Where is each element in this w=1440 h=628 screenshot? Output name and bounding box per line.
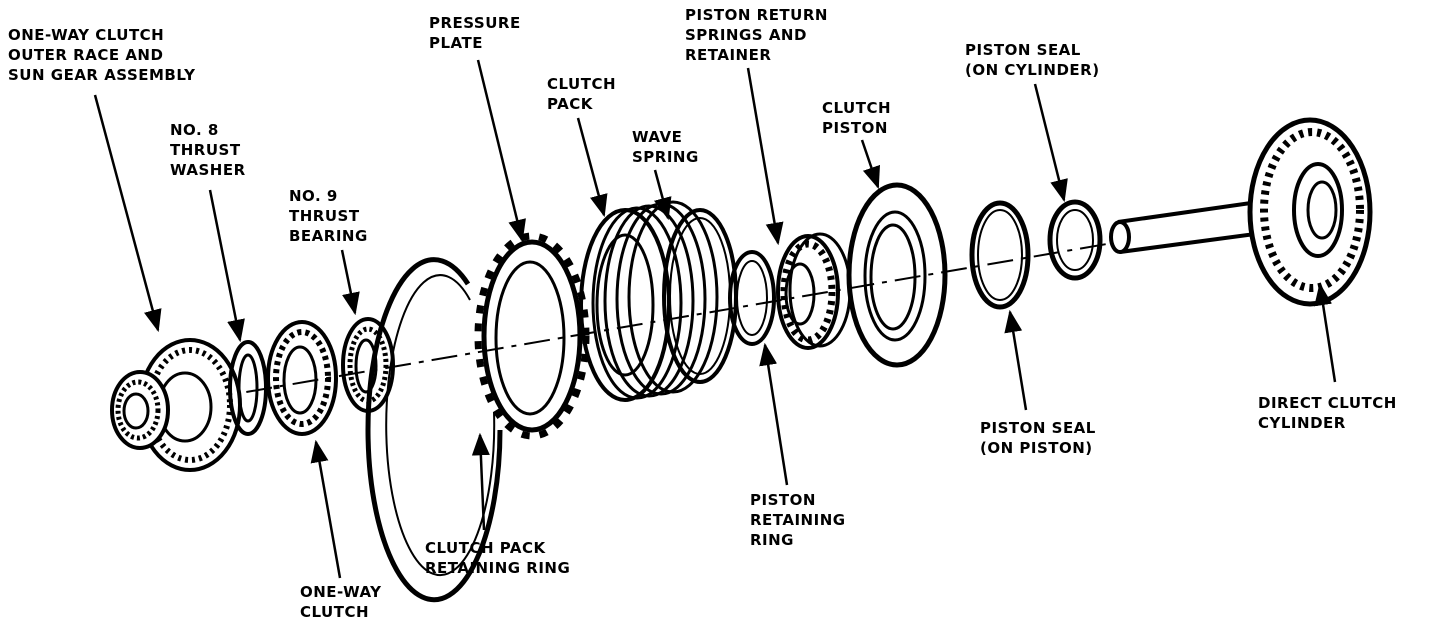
arrow-clutch-pack (576, 117, 608, 218)
one-way-clutch-part (266, 320, 338, 436)
thrust-washer-part (228, 340, 268, 436)
wave-spring-part (662, 208, 738, 384)
return-springs-retainer-part (776, 232, 852, 350)
label-piston-seal-piston: PISTON SEAL(ON PISTON) (980, 419, 1096, 457)
arrow-wave-spring (653, 169, 672, 221)
arrow-one-way-clutch (310, 439, 342, 579)
leader-arrows (93, 59, 1337, 579)
arrow-retaining-ring (759, 342, 789, 486)
arrow-seal-cylinder (1033, 83, 1068, 203)
label-piston-seal-cylinder: PISTON SEAL(ON CYLINDER) (965, 41, 1100, 79)
arrow-seal-piston (1004, 309, 1028, 411)
piston-seal-on-piston-part (969, 200, 1031, 310)
piston-seal-on-cylinder-part (1047, 199, 1103, 281)
clutch-pack-retaining-ring-part (365, 257, 503, 603)
outer-race-sun-gear-part (110, 338, 242, 472)
clutch-piston-part (846, 182, 948, 368)
piston-retaining-ring-part (728, 250, 776, 346)
clutch-pack-part (579, 200, 719, 402)
arrow-outer-race (93, 94, 162, 333)
arrow-thrust-bearing (340, 249, 360, 316)
arrow-return-springs (746, 67, 784, 246)
pressure-plate-part (474, 232, 590, 440)
arrow-pressure-plate (476, 59, 526, 243)
arrow-clutch-piston (860, 139, 880, 190)
arrow-direct-cylinder (1314, 282, 1337, 383)
arrow-pack-ring (471, 432, 490, 531)
direct-clutch-cylinder-part (1109, 117, 1373, 307)
arrow-thrust-washer (208, 189, 245, 343)
